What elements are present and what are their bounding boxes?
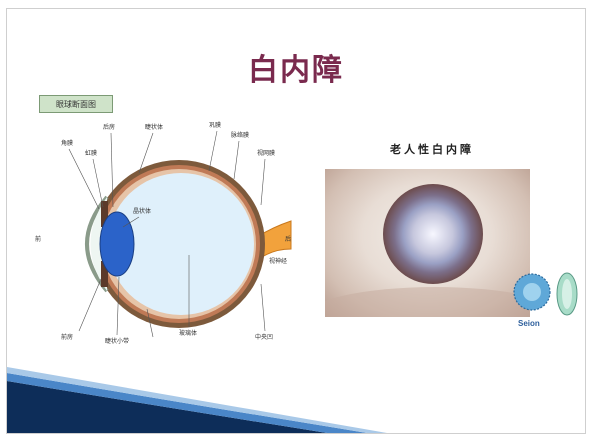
- optic-nerve: [256, 220, 292, 260]
- eye-cross-section-diagram: 角膜 虹膜 后房 睫状体 巩膜 脉络膜 视网膜 晶状体 前房 睫状小带 玻璃体 …: [35, 121, 292, 345]
- lens-sphere-icon: [513, 273, 551, 311]
- slide-title: 白内障: [248, 53, 344, 88]
- label-front: 前: [35, 235, 41, 243]
- cataract-eye-photo: [325, 169, 530, 317]
- label-cornea: 角膜: [61, 139, 73, 147]
- cornea: [85, 195, 109, 293]
- label-retina: 视网膜: [257, 149, 275, 157]
- slide: 白内障 眼球断面图: [6, 8, 586, 434]
- label-fovea: 中央凹: [255, 333, 273, 341]
- label-zonule: 睫状小带: [105, 337, 129, 345]
- label-optic-nerve: 视神经: [269, 257, 287, 265]
- label-vitreous: 玻璃体: [179, 329, 197, 337]
- label-iris: 虹膜: [85, 149, 97, 157]
- cloudy-lens-iris: [383, 184, 483, 284]
- label-lens: 晶状体: [133, 207, 151, 215]
- label-sclera: 巩膜: [209, 121, 221, 129]
- label-choroid: 脉络膜: [231, 131, 249, 139]
- photo-caption: 老人性白内障: [390, 143, 474, 156]
- eyelid-shade: [325, 287, 530, 317]
- brand-logo: Seion: [518, 319, 540, 328]
- label-ciliary-body: 睫状体: [145, 123, 163, 131]
- diagram-tag: 眼球断面图: [39, 95, 113, 113]
- iris: [101, 201, 108, 227]
- vitreous-body: [108, 173, 254, 315]
- lens-side-icon: [556, 272, 578, 316]
- decorative-swoosh: [7, 367, 387, 433]
- label-back: 后: [285, 235, 291, 243]
- lens: [99, 211, 135, 277]
- label-anterior-chamber: 前房: [61, 333, 73, 341]
- label-posterior-chamber: 后房: [103, 123, 115, 131]
